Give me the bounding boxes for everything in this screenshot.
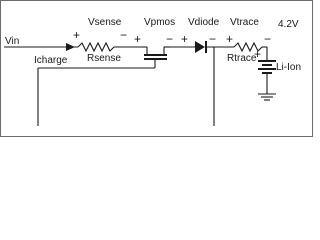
diode-symbol bbox=[195, 41, 205, 53]
rsense-resistor bbox=[77, 41, 115, 53]
battery-plus: + bbox=[254, 47, 261, 61]
diode-minus: − bbox=[209, 32, 216, 46]
rsense-label: Rsense bbox=[87, 53, 121, 64]
pmos-plus: + bbox=[134, 32, 141, 46]
battery-voltage: 4.2V bbox=[278, 19, 299, 30]
rsense-plus: + bbox=[73, 28, 80, 42]
circuit-diagram: Vin Icharge Vsense + − Rsense Vpmos + − … bbox=[0, 0, 313, 137]
vin-label: Vin bbox=[5, 36, 19, 47]
icharge-label: Icharge bbox=[34, 55, 68, 66]
diagram-frame bbox=[0, 0, 313, 137]
rtrace-plus: + bbox=[226, 32, 233, 46]
vdiode-label: Vdiode bbox=[188, 17, 220, 28]
battery-label: Li-Ion bbox=[276, 62, 301, 73]
rtrace-label: Rtrace bbox=[227, 53, 257, 64]
vtrace-label: Vtrace bbox=[230, 17, 259, 28]
pmos-minus: − bbox=[166, 32, 173, 46]
vsense-label: Vsense bbox=[88, 17, 122, 28]
rtrace-resistor bbox=[233, 41, 263, 53]
vpmos-label: Vpmos bbox=[144, 17, 175, 28]
rtrace-minus: − bbox=[264, 32, 271, 46]
current-arrow-head bbox=[66, 43, 75, 51]
diode-plus: + bbox=[181, 32, 188, 46]
rsense-minus: − bbox=[120, 28, 127, 42]
schematic: Vin Icharge Vsense + − Rsense Vpmos + − … bbox=[0, 0, 313, 137]
